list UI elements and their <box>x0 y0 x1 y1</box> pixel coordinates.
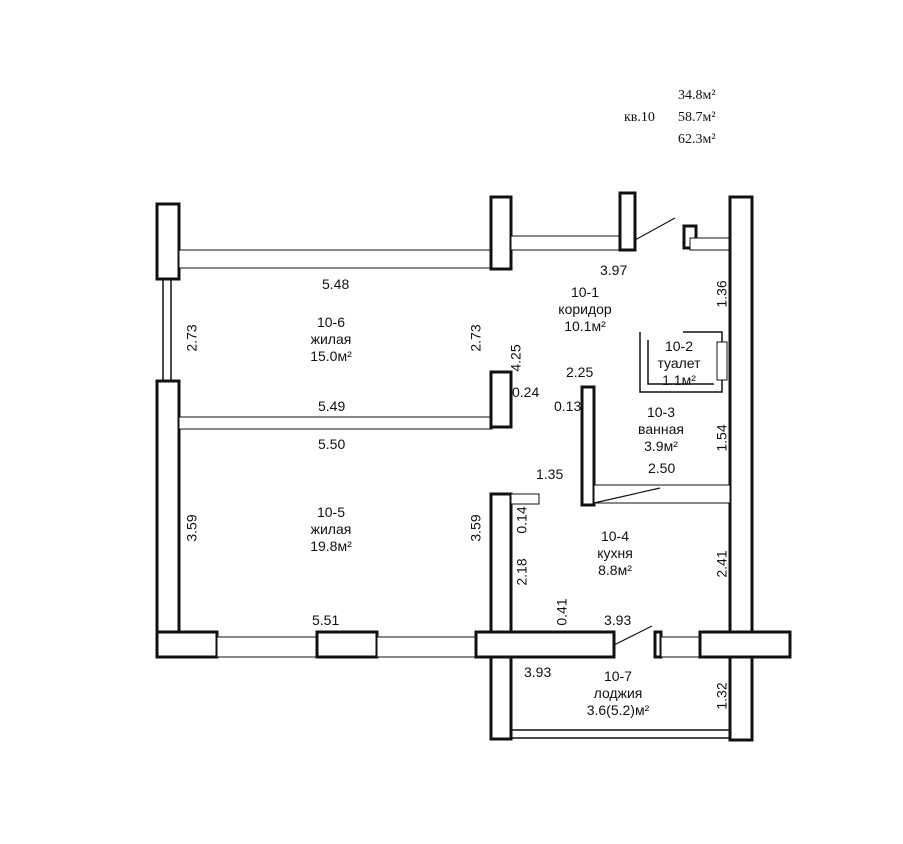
dim-0-24: 0.24 <box>512 384 540 400</box>
kitchen-area: 8.8м² <box>598 562 632 578</box>
wall-corridor-top <box>510 235 624 251</box>
loggia-label: 10-7 лоджия 3.6(5.2)м² <box>568 668 668 719</box>
room-6-id: 10-6 <box>316 314 346 330</box>
window-room5 <box>216 636 318 658</box>
dim-1-36: 1.36 <box>713 280 730 308</box>
wall-toilet <box>639 331 723 393</box>
wall-left-lower <box>155 379 181 639</box>
wall-right <box>728 195 754 742</box>
wall-bottom-right-stub <box>653 630 663 659</box>
area-living: 34.8м² <box>678 88 716 103</box>
dim-0-14: 0.14 <box>513 506 530 534</box>
wall-toilet-inner <box>647 340 714 385</box>
dim-4-25: 4.25 <box>507 344 524 372</box>
wall-kitchen-stub <box>510 493 540 505</box>
dim-3-59-right: 3.59 <box>467 514 484 542</box>
window-kitchen <box>660 636 702 658</box>
toilet-id: 10-2 <box>664 338 694 354</box>
window-room5-right <box>376 636 478 658</box>
bath-area: 3.9м² <box>644 438 678 454</box>
dim-2-18: 2.18 <box>513 558 530 586</box>
entry-door <box>634 217 676 241</box>
wall-bath-left <box>580 385 596 507</box>
loggia-door <box>613 625 653 646</box>
bath-id: 10-3 <box>646 404 676 420</box>
corridor-area: 10.1м² <box>564 318 606 334</box>
dim-5-51: 5.51 <box>312 612 340 628</box>
bath-name: ванная <box>638 421 684 437</box>
bath-label: 10-3 ванная 3.9м² <box>626 404 696 455</box>
corridor-id: 10-1 <box>570 284 600 300</box>
room-5-label: 10-5 жилая 19.8м² <box>294 504 368 555</box>
loggia-id: 10-7 <box>603 668 633 684</box>
room-6-label: 10-6 жилая 15.0м² <box>296 314 366 365</box>
wall-left-upper <box>155 202 181 281</box>
kitchen-name: кухня <box>597 545 633 561</box>
wall-partition-mid <box>489 370 513 429</box>
room-6-name: жилая <box>310 331 352 347</box>
wall-top-room6 <box>178 249 493 269</box>
toilet-area: 1.1м² <box>662 372 696 388</box>
area-total: 58.7м² <box>678 110 716 125</box>
room-5-id: 10-5 <box>316 504 346 520</box>
dim-2-73-left: 2.73 <box>183 324 200 352</box>
wall-bottom-kitchen <box>474 630 616 659</box>
dim-1-35: 1.35 <box>536 466 564 482</box>
corridor-name: коридор <box>558 301 612 317</box>
dim-2-41: 2.41 <box>713 550 730 578</box>
room-5-name: жилая <box>310 521 352 537</box>
dim-5-48: 5.48 <box>322 276 350 292</box>
dim-2-50: 2.50 <box>648 460 676 476</box>
dim-2-73-right: 2.73 <box>467 324 484 352</box>
corridor-label: 10-1 коридор 10.1м² <box>550 284 620 335</box>
loggia-area: 3.6(5.2)м² <box>586 702 650 718</box>
toilet-label: 10-2 туалет 1.1м² <box>644 338 714 389</box>
wall-bottom-right <box>698 630 792 659</box>
wall-bath-bottom <box>593 484 731 504</box>
area-total-loggia: 62.3м² <box>678 132 716 147</box>
dim-1-32: 1.32 <box>713 682 730 710</box>
room-5-area: 19.8м² <box>310 538 352 554</box>
wall-partition-rooms <box>178 416 493 430</box>
dim-0-41: 0.41 <box>553 598 570 626</box>
dim-5-49: 5.49 <box>318 398 346 414</box>
toilet-name: туалет <box>657 355 701 371</box>
dim-5-50: 5.50 <box>318 436 346 452</box>
wall-bottom-left-corner <box>155 630 219 659</box>
bath-door <box>593 487 661 504</box>
dim-3-93-top: 3.93 <box>604 612 632 628</box>
wall-partition-lower <box>489 492 513 741</box>
kitchen-id: 10-4 <box>600 528 630 544</box>
kitchen-label: 10-4 кухня 8.8м² <box>580 528 650 579</box>
wall-partition-upper <box>489 195 513 271</box>
wall-entry-post <box>618 191 637 252</box>
dim-3-97: 3.97 <box>600 262 628 278</box>
room-6-area: 15.0м² <box>310 348 352 364</box>
loggia-name: лоджия <box>593 685 643 701</box>
apartment-label: кв.10 <box>624 110 655 125</box>
dim-0-13: 0.13 <box>554 398 582 414</box>
toilet-door <box>716 341 728 381</box>
dim-3-93-bottom: 3.93 <box>524 664 552 680</box>
dim-2-25: 2.25 <box>566 364 594 380</box>
wall-bottom-pier <box>315 630 379 659</box>
dim-1-54: 1.54 <box>713 424 730 452</box>
wall-entry-stub-2 <box>689 237 731 251</box>
dim-3-59-left: 3.59 <box>183 514 200 542</box>
